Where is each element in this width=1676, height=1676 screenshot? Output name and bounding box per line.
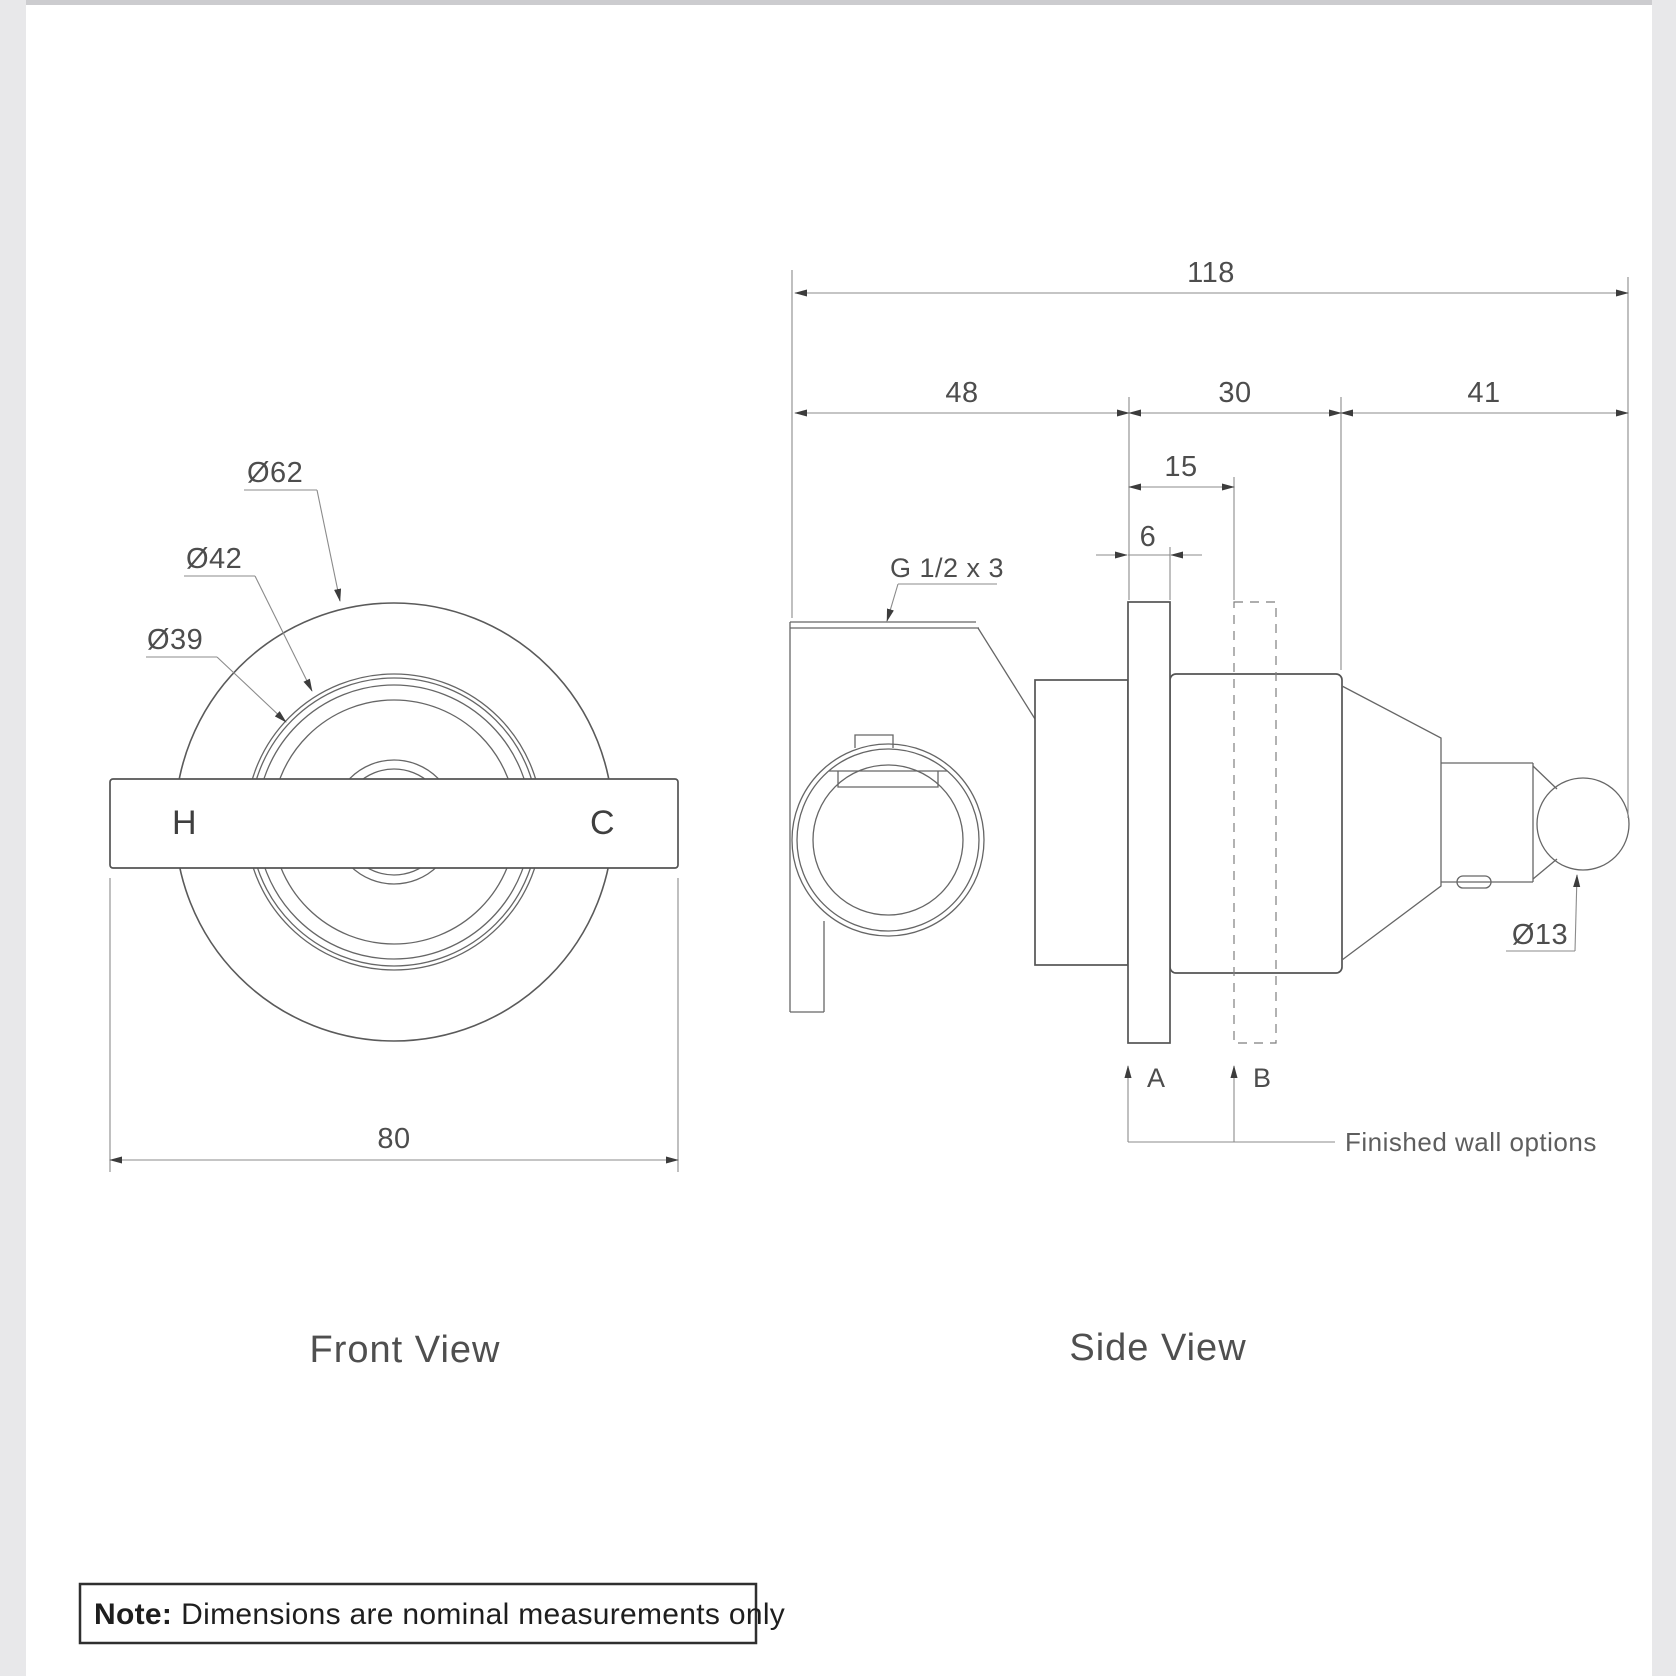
dia39-label: Ø39 bbox=[147, 624, 203, 656]
hot-label: H bbox=[172, 804, 197, 842]
dim41-label: 41 bbox=[1467, 377, 1500, 409]
wall-b-label: B bbox=[1253, 1063, 1272, 1093]
inlet-port-inner bbox=[812, 764, 964, 916]
front-view: H C Ø62 Ø42 Ø39 80 Front View bbox=[109, 457, 679, 1371]
front-view-caption: Front View bbox=[310, 1329, 501, 1371]
dia62-leader bbox=[316, 489, 342, 602]
spout-ball bbox=[1536, 777, 1630, 871]
dia62-label: Ø62 bbox=[247, 457, 303, 489]
wall-a-label: A bbox=[1147, 1063, 1166, 1093]
dia42-leader bbox=[254, 575, 313, 692]
elbow-diagonal bbox=[977, 627, 1036, 720]
dim30-label: 30 bbox=[1218, 377, 1251, 409]
dia39-leader bbox=[216, 656, 287, 723]
wall-plate-solid bbox=[1127, 601, 1171, 1044]
note-text: Note: Dimensions are nominal measurements… bbox=[94, 1598, 785, 1631]
dia13-leader bbox=[1573, 874, 1581, 952]
thread-label: G 1/2 x 3 bbox=[890, 553, 1004, 583]
note-body: Dimensions are nominal measurements only bbox=[181, 1598, 785, 1631]
ball-taper-top bbox=[1532, 765, 1558, 790]
aerator-slot bbox=[1456, 875, 1492, 889]
note-box: Note: Dimensions are nominal measurements… bbox=[78, 1582, 785, 1645]
dia13-label: Ø13 bbox=[1512, 919, 1568, 951]
body-front-section bbox=[1169, 673, 1343, 974]
top-strip bbox=[26, 0, 1652, 5]
body-rear-section bbox=[1034, 679, 1129, 966]
inlet-port-notch bbox=[837, 771, 939, 788]
inlet-port-mid bbox=[796, 748, 980, 932]
cold-label: C bbox=[590, 804, 615, 842]
wall-options-label: Finished wall options bbox=[1345, 1127, 1597, 1157]
dim6-label: 6 bbox=[1140, 521, 1157, 553]
inlet-port-tab bbox=[854, 734, 894, 748]
inlet-port-outer bbox=[791, 743, 985, 937]
note-border bbox=[78, 1582, 758, 1645]
right-gutter bbox=[1652, 0, 1676, 1676]
side-view-caption: Side View bbox=[1069, 1327, 1246, 1369]
wall-plate-dashed bbox=[1233, 601, 1277, 1044]
dim80-label: 80 bbox=[377, 1123, 410, 1155]
handle-bar bbox=[109, 778, 679, 869]
ball-taper-bottom bbox=[1532, 858, 1558, 880]
left-gutter bbox=[0, 0, 26, 1676]
spout-cone bbox=[1341, 685, 1442, 961]
side-view: 118 48 30 41 15 6 G 1/2 x 3 Ø13 A B bbox=[789, 257, 1630, 1369]
dim118-label: 118 bbox=[1187, 257, 1235, 289]
dia42-label: Ø42 bbox=[186, 543, 242, 575]
thread-leader bbox=[886, 583, 899, 622]
dim48-label: 48 bbox=[945, 377, 978, 409]
note-prefix: Note: bbox=[94, 1598, 172, 1631]
dim15-label: 15 bbox=[1164, 451, 1197, 483]
